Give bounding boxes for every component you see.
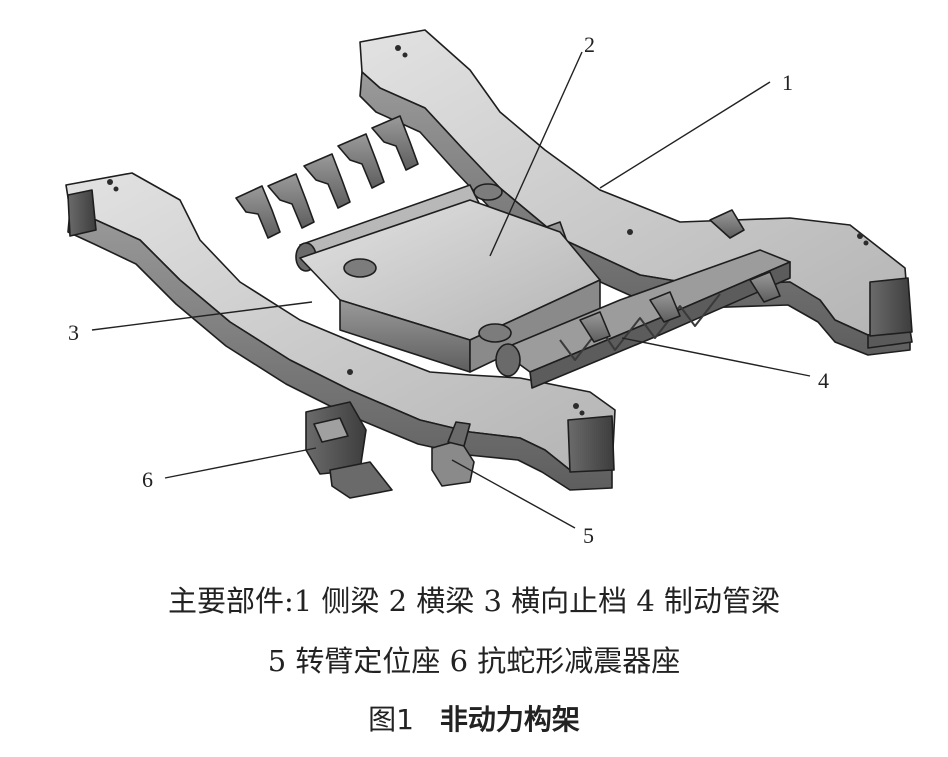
leader-line-5: [451, 459, 576, 529]
figure-number: 图1: [368, 703, 414, 736]
swing-arm-seat: [431, 421, 475, 487]
callout-3: 3: [68, 320, 79, 345]
callout-6: 6: [142, 467, 153, 492]
callout-5: 5: [583, 523, 594, 548]
callout-1: 1: [782, 70, 793, 95]
leader-line-3: [91, 301, 313, 331]
figure-title-text: 非动力构架: [439, 703, 580, 736]
leader-line-2: [489, 51, 583, 257]
leader-line-6: [164, 447, 317, 479]
callout-2: 2: [584, 32, 595, 57]
yaw-damper-seat: [305, 401, 393, 499]
caption-parts-line-1: 主要部件:1 侧梁 2 横梁 3 横向止档 4 制动管梁: [167, 584, 781, 618]
brake-pipe-beam: [495, 249, 791, 389]
brake-hanger-brackets: [235, 115, 781, 343]
leader-lines: [91, 51, 811, 529]
figure-title: 图1 非动力构架: [0, 698, 948, 738]
near-side-beam: [65, 172, 616, 491]
leader-line-4: [621, 337, 811, 377]
bogie-frame-illustration: 1 2 3 4 5 6: [65, 29, 913, 548]
caption-parts-line-2: 5 转臂定位座 6 抗蛇形减震器座: [267, 644, 681, 678]
callout-4: 4: [818, 368, 829, 393]
leader-line-1: [599, 81, 771, 189]
bolt-marks: [107, 45, 869, 416]
